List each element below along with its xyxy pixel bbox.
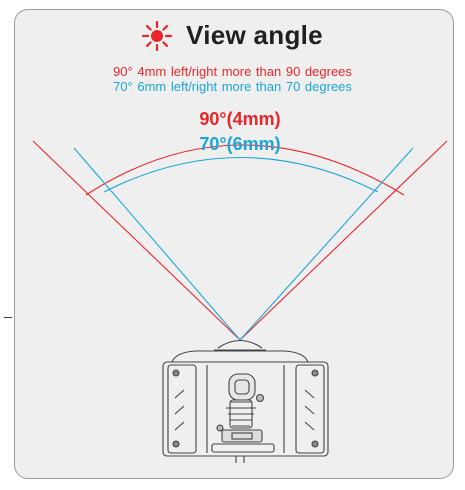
page-title: View angle [186, 20, 323, 50]
angle-lines-90 [32, 140, 448, 341]
right-side-panel [295, 364, 325, 454]
lens-dome [217, 339, 263, 349]
spec-line-90: 90° 4mm left/right more than 90 degrees [113, 64, 352, 79]
sun-burst-icon [142, 20, 173, 51]
mount-knob [228, 373, 256, 401]
spec-line-70: 70° 6mm left/right more than 70 degrees [113, 79, 352, 94]
title-row: View angle [0, 20, 465, 51]
angle-lines-70 [73, 147, 414, 341]
arc-label-90: 90°(4mm) [199, 109, 280, 129]
arc-70 [103, 156, 379, 193]
left-tick-mark [4, 317, 12, 318]
camera-illustration [162, 339, 329, 463]
diagram-panel [14, 9, 454, 479]
camera-body [162, 361, 329, 457]
arc-label-70: 70°(6mm) [199, 134, 280, 154]
camera-shoulder [171, 350, 309, 363]
left-side-panel [167, 364, 197, 454]
arc-90 [85, 144, 405, 196]
